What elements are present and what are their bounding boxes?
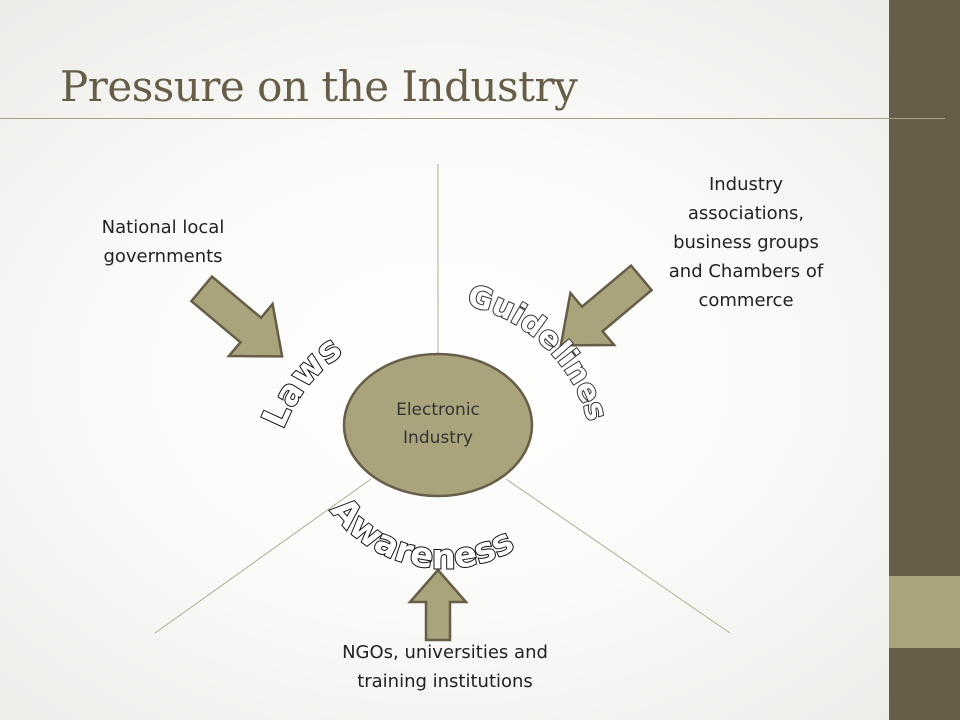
- influence-awareness: Awareness: [323, 490, 520, 577]
- divider-line-lower-right: [505, 478, 731, 634]
- arrow-icon-ngo: [407, 568, 469, 642]
- sidebar-dark-bottom: [889, 648, 960, 720]
- source-label-line: associations,: [687, 203, 805, 224]
- source-label-line: Industry: [708, 174, 784, 195]
- source-label-ngos: NGOs, universities and training institut…: [325, 638, 565, 696]
- sidebar-dark-top: [889, 0, 960, 576]
- source-label-line: and Chambers of: [668, 261, 824, 282]
- center-node-label: Electronic Industry: [368, 396, 508, 452]
- source-label-line: NGOs, universities and: [342, 642, 548, 663]
- title-underline: [0, 118, 945, 119]
- source-label-line: business groups: [673, 232, 819, 253]
- center-node-line: Electronic: [396, 400, 480, 420]
- sidebar-accent-band: [889, 576, 960, 648]
- arrow-icon-gov: [189, 274, 284, 358]
- divider-line-lower-left: [154, 478, 372, 634]
- source-label-line: National local: [101, 217, 225, 238]
- source-label-governments: National local governments: [83, 213, 243, 271]
- source-label-line: governments: [103, 246, 223, 267]
- slide-title: Pressure on the Industry: [60, 62, 578, 111]
- source-label-line: commerce: [698, 290, 794, 311]
- center-node-ellipse: [342, 352, 534, 498]
- arrow-icon-industry: [559, 263, 654, 347]
- influence-awareness-text: Awareness: [322, 489, 521, 578]
- source-label-line: training institutions: [357, 671, 533, 692]
- center-node-line: Industry: [403, 428, 473, 448]
- source-label-industry-associations: Industry associations, business groups a…: [656, 170, 836, 315]
